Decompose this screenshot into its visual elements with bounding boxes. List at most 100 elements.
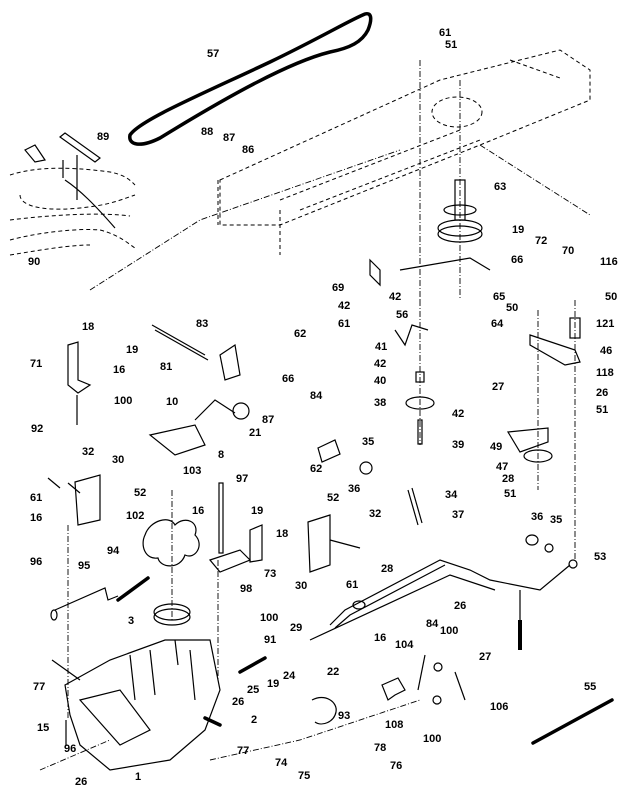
callout-36: 36	[531, 511, 543, 523]
cooling-fan	[142, 490, 200, 626]
callout-57: 57	[207, 48, 219, 60]
callout-19: 19	[251, 505, 263, 517]
callout-104: 104	[395, 639, 414, 651]
callout-77: 77	[237, 745, 249, 757]
callout-61: 61	[439, 27, 451, 39]
callout-27: 27	[479, 651, 491, 663]
callout-83: 83	[196, 318, 208, 330]
callout-66: 66	[282, 373, 294, 385]
callout-106: 106	[490, 701, 508, 713]
callout-87: 87	[223, 132, 235, 144]
callout-16: 16	[192, 505, 204, 517]
callout-42: 42	[452, 408, 464, 420]
callout-70: 70	[562, 245, 574, 257]
callout-89: 89	[97, 131, 109, 143]
callout-78: 78	[374, 742, 386, 754]
callout-25: 25	[247, 684, 259, 696]
callout-51: 51	[504, 488, 516, 500]
shift-rod	[309, 534, 578, 650]
callout-26: 26	[232, 696, 244, 708]
callout-42: 42	[338, 300, 350, 312]
callout-84: 84	[310, 390, 323, 402]
callout-26: 26	[75, 776, 87, 788]
callout-16: 16	[113, 364, 125, 376]
callout-92: 92	[31, 423, 43, 435]
callout-15: 15	[37, 722, 49, 734]
callout-41: 41	[375, 341, 387, 353]
cable-bracket	[381, 654, 466, 705]
callout-1: 1	[135, 771, 141, 783]
callout-42: 42	[389, 291, 401, 303]
callout-100: 100	[260, 612, 278, 624]
callout-16: 16	[30, 512, 42, 524]
callout-21: 21	[249, 427, 261, 439]
callout-51: 51	[445, 39, 457, 51]
callout-16: 16	[374, 632, 386, 644]
callout-19: 19	[267, 678, 279, 690]
callout-69: 69	[332, 282, 344, 294]
callout-103: 103	[183, 465, 201, 477]
callout-97: 97	[236, 473, 248, 485]
callout-36: 36	[348, 483, 360, 495]
roller	[317, 439, 423, 526]
callout-18: 18	[276, 528, 288, 540]
pulley-spindle	[399, 179, 491, 271]
callout-108: 108	[385, 719, 403, 731]
callout-51: 51	[596, 404, 608, 416]
callout-61: 61	[346, 579, 358, 591]
brake-link	[50, 576, 150, 621]
callout-35: 35	[550, 514, 562, 526]
callout-46: 46	[600, 345, 612, 357]
callout-49: 49	[490, 441, 502, 453]
callout-32: 32	[369, 508, 381, 520]
callout-94: 94	[107, 545, 120, 557]
clutch-plate	[148, 343, 250, 456]
callout-26: 26	[596, 387, 608, 399]
callout-95: 95	[78, 560, 90, 572]
callout-42: 42	[374, 358, 386, 370]
callout-19: 19	[512, 224, 524, 236]
callout-116: 116	[600, 256, 618, 268]
callout-93: 93	[338, 710, 350, 722]
callout-100: 100	[423, 733, 441, 745]
callout-74: 74	[275, 757, 288, 769]
pedal-tube	[311, 696, 337, 725]
callout-27: 27	[492, 381, 504, 393]
callout-77: 77	[33, 681, 45, 693]
callout-76: 76	[390, 760, 402, 772]
callout-18: 18	[82, 321, 94, 333]
callout-63: 63	[494, 181, 506, 193]
callout-29: 29	[290, 622, 302, 634]
callout-75: 75	[298, 770, 310, 782]
callout-61: 61	[30, 492, 42, 504]
callout-121: 121	[596, 318, 614, 330]
callout-90: 90	[28, 256, 40, 268]
callout-52: 52	[327, 492, 339, 504]
callout-86: 86	[242, 144, 254, 156]
callout-102: 102	[126, 510, 144, 522]
callout-84: 84	[426, 618, 439, 630]
extension-spring	[531, 698, 614, 745]
callout-8: 8	[218, 449, 224, 461]
callout-28: 28	[502, 473, 514, 485]
callout-73: 73	[264, 568, 276, 580]
springs	[203, 656, 267, 727]
callout-52: 52	[134, 487, 146, 499]
callout-98: 98	[240, 583, 252, 595]
rear-bracket-left	[47, 474, 101, 720]
callout-2: 2	[251, 714, 257, 726]
rear-bracket-right	[307, 514, 361, 573]
callout-10: 10	[166, 396, 178, 408]
callout-61: 61	[338, 318, 350, 330]
callout-64: 64	[491, 318, 504, 330]
idler-bracket	[506, 300, 581, 560]
callout-37: 37	[452, 509, 464, 521]
callout-30: 30	[295, 580, 307, 592]
callout-3: 3	[128, 615, 134, 627]
callout-50: 50	[506, 302, 518, 314]
callout-100: 100	[440, 625, 458, 637]
callout-87: 87	[262, 414, 274, 426]
callout-56: 56	[396, 309, 408, 321]
callout-47: 47	[496, 461, 508, 473]
